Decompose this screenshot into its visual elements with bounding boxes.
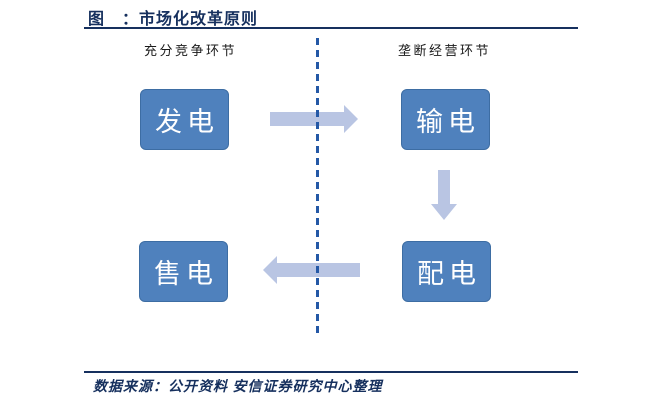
header-rule (84, 27, 578, 29)
node-power-sales-label: 售电 (154, 259, 218, 289)
arrow-right-icon (270, 105, 358, 133)
node-power-sales: 售电 (139, 241, 228, 302)
section-label-competitive: 充分竞争环节 (144, 43, 238, 58)
figure-title: 图 ：市场化改革原则 (88, 11, 259, 28)
node-power-transmission: 输电 (401, 89, 490, 150)
node-power-transmission-label: 输电 (416, 107, 480, 137)
data-source-note: 数据来源：公开资料 安信证券研究中心整理 (93, 380, 383, 395)
node-power-distribution-label: 配电 (417, 259, 481, 289)
node-power-distribution: 配电 (402, 241, 491, 302)
section-label-monopoly: 垄断经营环节 (398, 43, 492, 58)
footer-rule (84, 371, 578, 373)
node-power-generation: 发电 (140, 89, 229, 150)
dashed-divider-line (316, 38, 319, 334)
node-power-generation-label: 发电 (155, 107, 219, 137)
arrow-left-icon (263, 256, 360, 284)
arrow-down-icon (431, 170, 457, 220)
